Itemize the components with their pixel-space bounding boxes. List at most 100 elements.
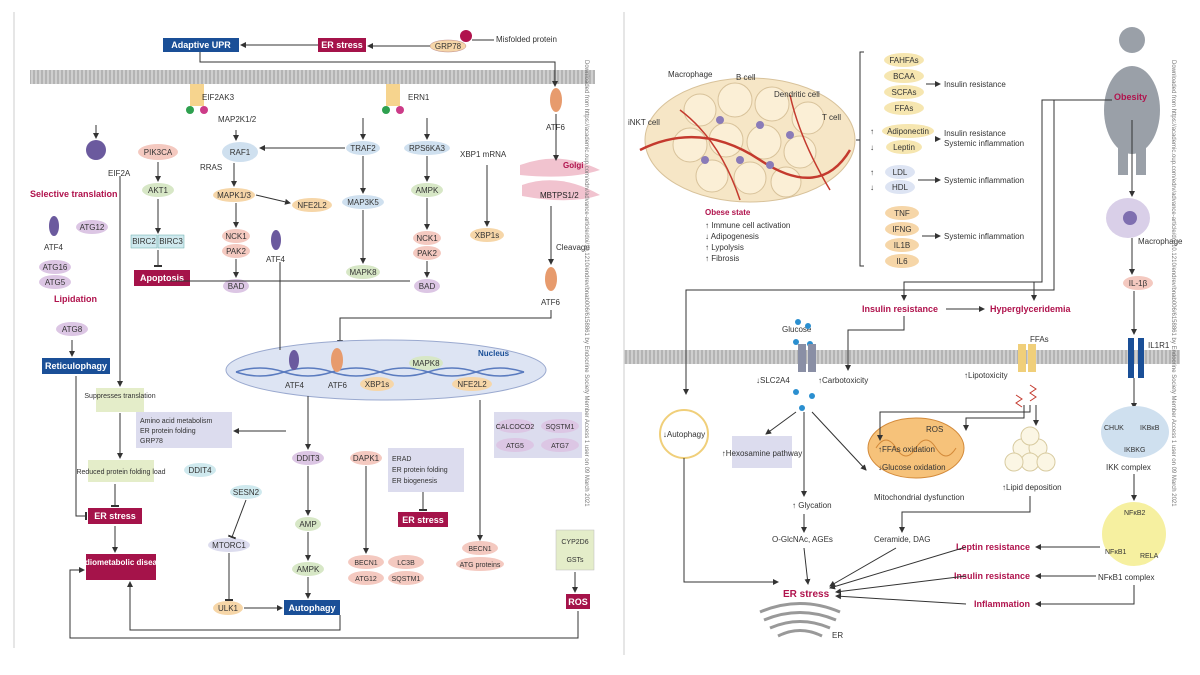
er-stress-label-right: ER stress bbox=[783, 589, 830, 600]
atg8-label: ATG8 bbox=[62, 325, 83, 334]
ikbkg-label: IKBKG bbox=[1124, 447, 1145, 454]
golgi-shape bbox=[520, 158, 600, 177]
atf6-label-cleaved: ATF6 bbox=[541, 298, 561, 307]
ulk1-label: ULK1 bbox=[218, 604, 239, 613]
watermark-left: Downloaded from https://academic.oup.com… bbox=[583, 60, 589, 507]
sqstm1-label-mid: SQSTM1 bbox=[392, 576, 421, 583]
calcoco2-label: CALCOCO2 bbox=[496, 424, 535, 431]
birc3-label: BIRC3 bbox=[159, 237, 183, 246]
pak2-oval-right bbox=[413, 246, 441, 260]
akt1-label: AKT1 bbox=[148, 186, 169, 195]
svg-text:↓: ↓ bbox=[870, 183, 874, 192]
nck1-label-right: NCK1 bbox=[416, 234, 438, 243]
er-stress-box-top bbox=[318, 38, 366, 52]
lipid-0: FAHFAs bbox=[889, 56, 918, 65]
lipids-effect: Insulin resistance bbox=[944, 80, 1006, 89]
insulin-resistance2-label: Insulin resistance bbox=[954, 571, 1030, 581]
ffa-oxidation-label: ↑FFAs oxidation bbox=[878, 445, 935, 454]
bad-oval-right bbox=[414, 279, 440, 293]
lipid-droplets-icon bbox=[1004, 426, 1056, 472]
lipid-2: SCFAs bbox=[892, 88, 917, 97]
atg-proteins-label: ATG proteins bbox=[460, 562, 501, 569]
golgi-label: Golgi bbox=[563, 161, 583, 170]
bullets2-box bbox=[388, 448, 464, 492]
bullet2-0: ERAD bbox=[392, 456, 411, 463]
cytokine-0: TNF bbox=[894, 209, 910, 218]
atg16-label: ATG16 bbox=[43, 263, 68, 272]
ulk1-oval bbox=[213, 601, 243, 615]
atg5-label: ATG5 bbox=[45, 278, 66, 287]
nfe2l2-label-top: NFE2L2 bbox=[297, 201, 327, 210]
lipoprotein-effect: Systemic inflammation bbox=[944, 176, 1024, 185]
atg12-oval bbox=[76, 220, 108, 234]
raf1-label: RAF1 bbox=[230, 148, 251, 157]
eif2a-label: EIF2A bbox=[108, 169, 131, 178]
misfolded-protein-label: Misfolded protein bbox=[496, 35, 557, 44]
lipotoxicity-label: ↑Lipotoxicity bbox=[964, 371, 1008, 380]
atf6-label-nucleus: ATF6 bbox=[328, 381, 348, 390]
akt1-oval bbox=[142, 183, 174, 197]
mapk13-oval bbox=[213, 188, 255, 202]
dendritic-cell-label: Dendritic cell bbox=[774, 90, 820, 99]
ldl-label: LDL bbox=[893, 168, 908, 177]
eif2a-icon bbox=[86, 140, 106, 160]
nfkb1-label: NFκB1 bbox=[1105, 549, 1127, 556]
cardiometabolic-label: Cardiometabolic diseases bbox=[72, 558, 171, 567]
nfkb-complex-shape bbox=[1102, 502, 1166, 566]
bullet1-0: Amino acid metabolism bbox=[140, 418, 213, 425]
slc2a4-transporter bbox=[798, 344, 806, 372]
watermark-right: Downloaded from https://academic.oup.com… bbox=[1170, 60, 1176, 507]
atf6-icon-cleaved bbox=[545, 267, 557, 291]
xbp1s-oval-top bbox=[470, 228, 504, 242]
rps6ka3-label: RPS6KA3 bbox=[409, 144, 446, 153]
svg-text:↓: ↓ bbox=[870, 143, 874, 152]
obese-item-1: ↓ Adipogenesis bbox=[705, 232, 759, 241]
cell-membrane bbox=[624, 350, 1180, 364]
selective-translation-label: Selective translation bbox=[30, 189, 118, 199]
atf6-receptor bbox=[550, 88, 562, 112]
inkt-cell-label: iNKT cell bbox=[628, 118, 660, 127]
ddit3-label: DDIT3 bbox=[296, 454, 320, 463]
atg12-label-mid: ATG12 bbox=[355, 576, 377, 583]
lipidation-label: Lipidation bbox=[54, 294, 97, 304]
er-label: ER bbox=[832, 631, 843, 640]
hexosamine-label: ↑Hexosamine pathway bbox=[722, 449, 802, 458]
er-stress-box-left bbox=[88, 508, 142, 524]
carbotoxicity-label: ↑Carbotoxicity bbox=[818, 376, 868, 385]
atf4-icon-mid bbox=[271, 230, 281, 250]
xbp1s-label-top: XBP1s bbox=[475, 231, 499, 240]
cytokine-3: IL6 bbox=[896, 257, 908, 266]
obese-item-2: ↑ Lypolysis bbox=[705, 243, 744, 252]
atg12-label: ATG12 bbox=[80, 223, 105, 232]
eif2ak3-receptor bbox=[190, 84, 204, 106]
bad-oval-left bbox=[223, 279, 249, 293]
atg8-oval bbox=[56, 322, 88, 336]
er-stress-box-mid bbox=[398, 512, 448, 527]
adiponectin-label: Adiponectin bbox=[887, 127, 929, 136]
birc2-box bbox=[130, 234, 158, 249]
nfe2l2-oval-top bbox=[292, 198, 332, 212]
map3k5-oval bbox=[342, 195, 384, 209]
ceramide-label: Ceramide, DAG bbox=[874, 535, 930, 544]
becn1-label-mid: BECN1 bbox=[354, 560, 377, 567]
autophagy-label: Autophagy bbox=[289, 603, 336, 613]
dapk1-label: DAPK1 bbox=[353, 454, 380, 463]
adipose-tissue-illustration bbox=[639, 77, 856, 203]
birc2-label: BIRC2 bbox=[132, 237, 156, 246]
ikk-complex-label: IKK complex bbox=[1106, 463, 1151, 472]
atg16-oval bbox=[39, 260, 71, 274]
bad-label-left: BAD bbox=[228, 282, 245, 291]
macrophage2-label: Macrophage bbox=[1138, 237, 1183, 246]
macrophage-label: Macrophage bbox=[668, 70, 713, 79]
ampk-label-top: AMPK bbox=[416, 186, 439, 195]
apoptosis-label: Apoptosis bbox=[140, 273, 184, 283]
nfkb2-label: NFκB2 bbox=[1124, 510, 1146, 517]
sesn2-label: SESN2 bbox=[233, 488, 260, 497]
hdl-label: HDL bbox=[892, 183, 909, 192]
nck1-oval-left bbox=[222, 229, 250, 243]
rras-label: RRAS bbox=[200, 163, 222, 172]
amp-oval bbox=[295, 517, 321, 531]
obesity-label: Obesity bbox=[1114, 92, 1147, 102]
nck1-oval-right bbox=[413, 231, 441, 245]
